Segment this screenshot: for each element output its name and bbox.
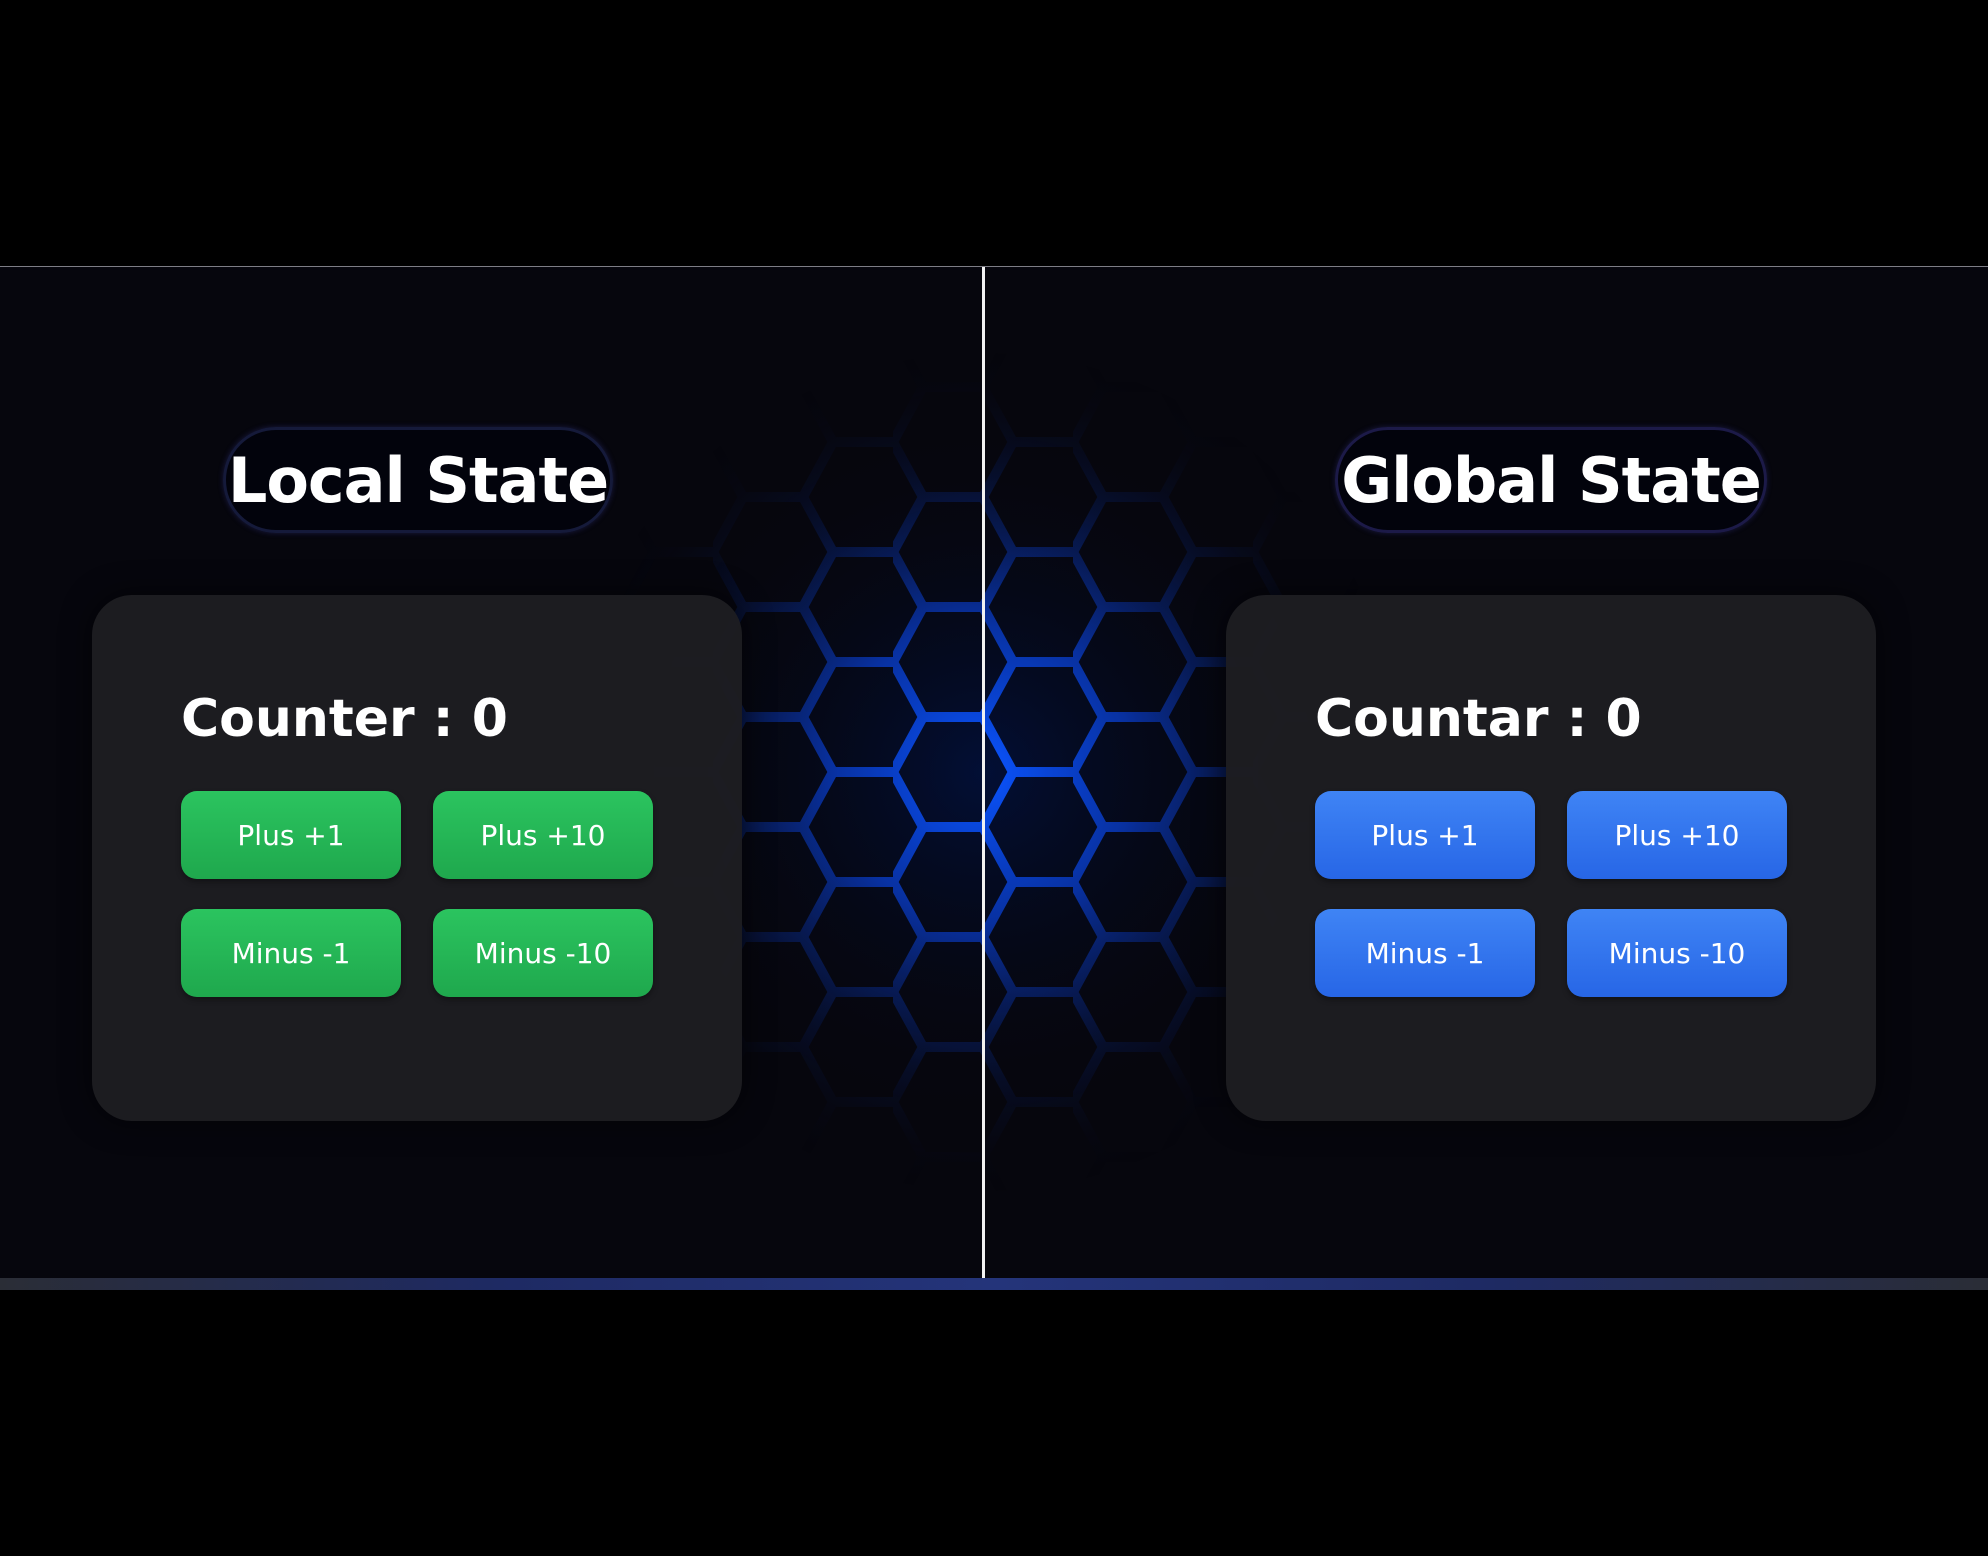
local-state-title: Local State [223,427,613,533]
global-state-title: Global State [1335,427,1767,533]
local-plus-1-button[interactable]: Plus +1 [181,791,401,879]
local-minus-1-button[interactable]: Minus -1 [181,909,401,997]
local-plus-10-button[interactable]: Plus +10 [433,791,653,879]
comparison-stage: Local State Global State Counter : 0 Plu… [0,266,1988,1279]
bottom-progress-bar [0,1278,1988,1290]
global-plus-1-button[interactable]: Plus +1 [1315,791,1535,879]
global-counter-label: Countar : 0 [1315,689,1642,749]
global-plus-10-button[interactable]: Plus +10 [1567,791,1787,879]
global-minus-1-button[interactable]: Minus -1 [1315,909,1535,997]
center-divider [982,267,985,1279]
local-counter-label: Counter : 0 [181,689,508,749]
global-minus-10-button[interactable]: Minus -10 [1567,909,1787,997]
local-counter-card: Counter : 0 Plus +1 Plus +10 Minus -1 Mi… [92,595,742,1121]
global-counter-card: Countar : 0 Plus +1 Plus +10 Minus -1 Mi… [1226,595,1876,1121]
local-minus-10-button[interactable]: Minus -10 [433,909,653,997]
